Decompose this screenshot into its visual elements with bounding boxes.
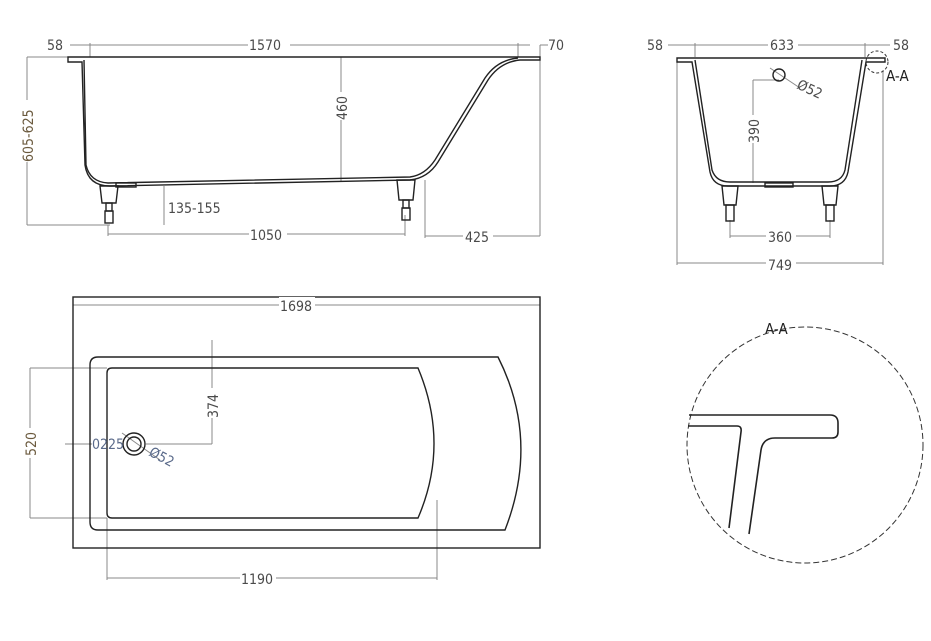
foot-right xyxy=(396,179,416,221)
tub-rim-inner xyxy=(89,356,522,531)
dim-749: 749 xyxy=(768,258,792,274)
dim-end-58-right: 58 xyxy=(893,38,909,54)
tub-side-outline xyxy=(67,56,541,187)
dim-end-drain: Ø52 xyxy=(794,77,824,102)
dim-605-625: 605-625 xyxy=(21,109,37,162)
dim-520: 520 xyxy=(24,432,40,456)
foot-left xyxy=(99,185,119,224)
end-foot-right xyxy=(821,185,839,222)
dim-drain-pos: 0225 xyxy=(92,437,124,453)
tub-plan-outline xyxy=(72,296,541,549)
section-label: A-A xyxy=(886,67,909,85)
dim-side-58: 58 xyxy=(47,38,63,54)
dim-1698: 1698 xyxy=(280,299,312,315)
dim-360: 360 xyxy=(768,230,792,246)
dim-1190: 1190 xyxy=(241,572,273,588)
dim-plan-drain: Ø52 xyxy=(146,444,176,470)
tub-end-outline xyxy=(676,57,886,187)
detail-a-a: A-A xyxy=(686,320,924,564)
plan-drain-icon xyxy=(122,432,146,456)
end-view: 58 633 58 A-A Ø52 390 360 749 xyxy=(647,36,909,274)
dim-135-155: 135-155 xyxy=(168,201,221,217)
dim-425: 425 xyxy=(465,230,489,246)
dim-460: 460 xyxy=(335,96,351,120)
section-marker xyxy=(865,50,889,74)
side-view: 58 1570 70 605-625 460 135-155 1050 425 xyxy=(19,36,564,246)
dim-70: 70 xyxy=(548,38,564,54)
dim-end-58-left: 58 xyxy=(647,38,663,54)
dim-1570: 1570 xyxy=(249,38,281,54)
drain-icon xyxy=(772,68,786,82)
detail-title: A-A xyxy=(765,320,788,338)
plan-view: 1698 520 374 0225 Ø52 1190 xyxy=(22,296,541,588)
tub-basin xyxy=(106,367,435,519)
dim-374: 374 xyxy=(206,394,222,418)
dim-1050: 1050 xyxy=(250,228,282,244)
dim-390: 390 xyxy=(747,119,763,143)
end-foot-left xyxy=(721,185,739,222)
detail-circle xyxy=(686,326,924,564)
dim-633: 633 xyxy=(770,38,794,54)
